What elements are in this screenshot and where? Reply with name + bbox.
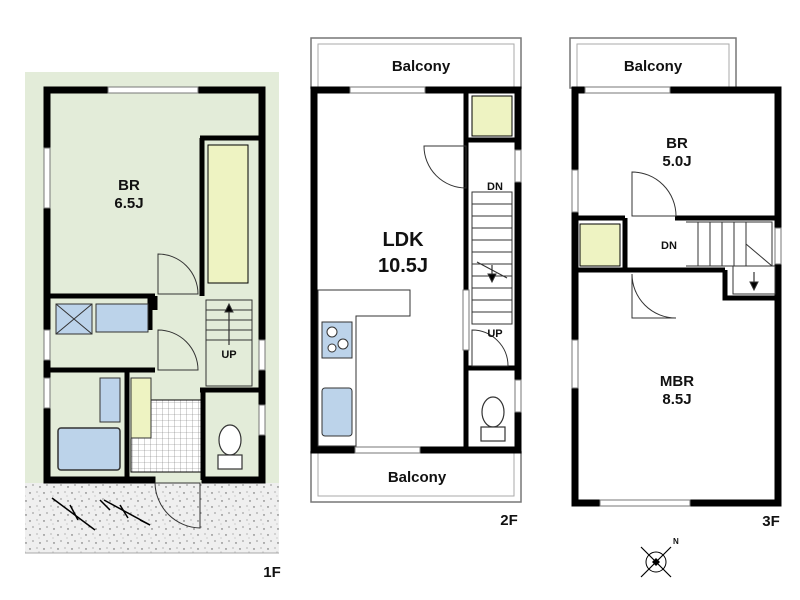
- bedroom-size-3f: 5.0J: [662, 153, 691, 170]
- floor-label-2f: 2F: [500, 512, 518, 529]
- closet-1f: [207, 144, 249, 284]
- door-swing-toilet-2f: [471, 329, 509, 367]
- exterior-walls-1f: [43, 86, 266, 484]
- floor-label-1f: 1F: [263, 564, 281, 581]
- door-swing-hall-1f: [157, 253, 199, 295]
- stairs-3f: [686, 221, 776, 295]
- balcony-label-3f: Balcony: [624, 58, 683, 75]
- bedroom-name-1f: BR: [118, 177, 140, 194]
- floor-2f: Balcony Balcony LDK 10.5J DN UP 2F: [310, 37, 522, 529]
- balcony-label-2f-top: Balcony: [392, 58, 451, 75]
- door-swing-br-3f: [631, 171, 677, 217]
- entrance-door-swing: [154, 482, 201, 529]
- floor-1f: BR 6.5J UP 1F: [25, 72, 281, 581]
- toilet-1f: [217, 424, 243, 470]
- stairs-down-label-2f: DN: [487, 181, 503, 193]
- stairs-up-label-1f: UP: [221, 349, 236, 361]
- door-swing-wash-1f: [157, 329, 199, 371]
- master-bedroom-size: 8.5J: [662, 391, 691, 408]
- floor-3f: Balcony BR 5.0J MBR 8.5J DN 3F: [569, 37, 782, 530]
- stairs-down-label-3f: DN: [661, 240, 677, 252]
- floor-label-3f: 3F: [762, 513, 780, 530]
- closet-2f: [471, 95, 513, 137]
- master-bedroom-name: MBR: [660, 373, 694, 390]
- balcony-label-2f-bottom: Balcony: [388, 469, 447, 486]
- interior-walls-3f: [575, 215, 778, 301]
- ldk-size: 10.5J: [378, 255, 428, 277]
- windows-1f: [43, 86, 266, 436]
- bicycle-icon: [51, 497, 151, 531]
- storage-box: [55, 303, 93, 335]
- door-swing-mbr-3f: [631, 273, 677, 319]
- bathroom-cabinet: [99, 377, 121, 423]
- compass-north-label: N: [673, 537, 679, 546]
- bedroom-name-3f: BR: [666, 135, 688, 152]
- sink: [321, 387, 353, 437]
- stairs-up-label-2f: UP: [487, 328, 502, 340]
- windows-2f: [349, 86, 522, 454]
- balcony-2f-top: [310, 37, 522, 89]
- closet-3f: [579, 223, 621, 267]
- washstand-1f: [95, 303, 149, 333]
- stove-icon: [321, 321, 353, 359]
- shoe-closet: [130, 377, 152, 439]
- balcony-3f: [569, 37, 737, 89]
- ldk-name: LDK: [382, 229, 424, 251]
- balcony-2f-bottom: [310, 451, 522, 503]
- interior-walls-1f: [47, 135, 262, 480]
- compass-rose-icon: N: [640, 537, 679, 578]
- toilet-2f: [480, 396, 506, 442]
- parking-area: [25, 483, 279, 553]
- windows-3f: [571, 86, 782, 507]
- stairs-1f: [205, 299, 253, 387]
- bathtub: [57, 427, 121, 471]
- bedroom-size-1f: 6.5J: [114, 195, 143, 212]
- stairs-2f: [471, 191, 513, 325]
- door-swing-ldk-2f: [423, 145, 467, 189]
